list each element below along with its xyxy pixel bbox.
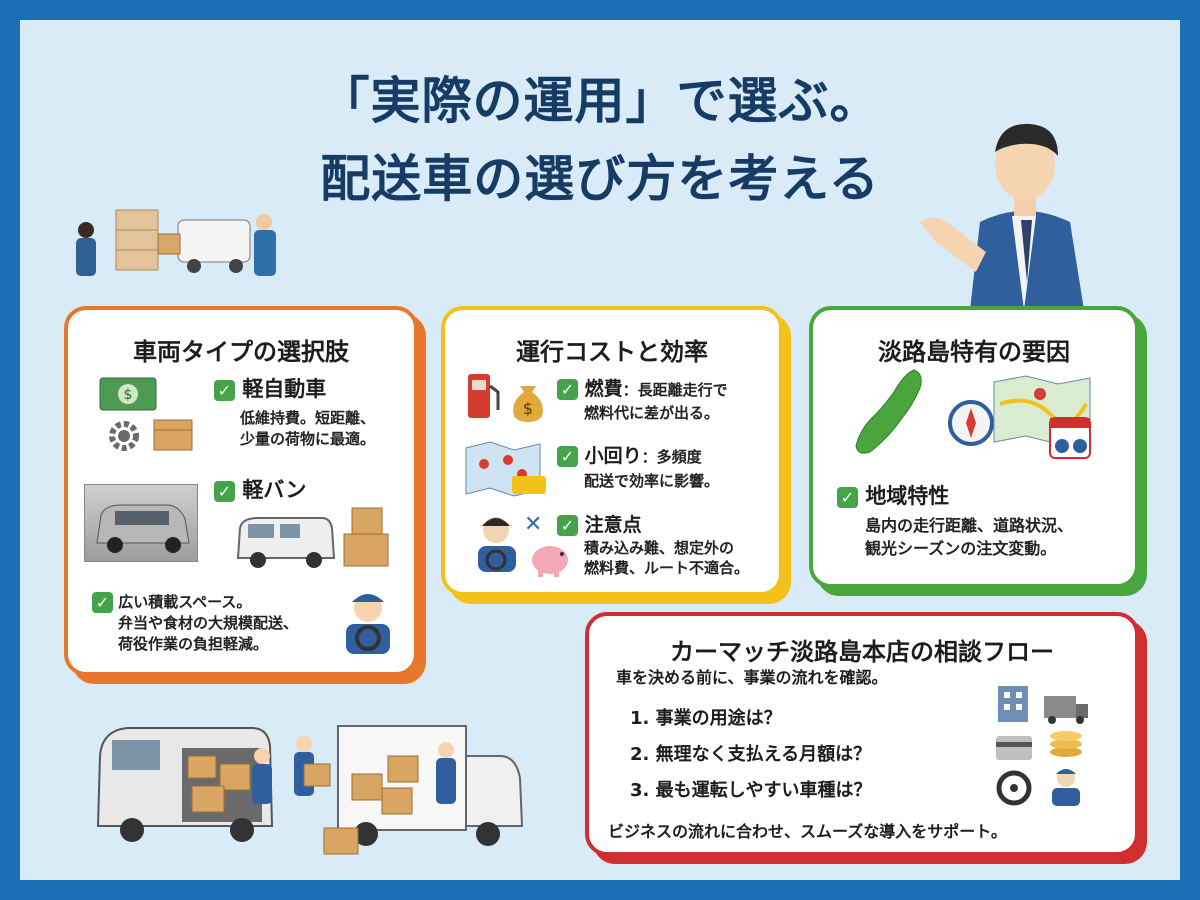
check-icon: ✓ <box>557 446 578 467</box>
kei-car-label: 軽自動車 <box>242 377 327 401</box>
box-icon <box>153 419 193 451</box>
building-icon <box>998 686 1028 722</box>
svg-text:$: $ <box>523 399 533 418</box>
fuel-pump-icon <box>468 374 500 418</box>
regional-label: 地域特性 <box>865 484 950 508</box>
piggy-bank-icon <box>532 546 568 577</box>
delivery-team-illustration <box>76 209 276 276</box>
map-icon <box>465 441 546 497</box>
credit-card-icon <box>996 736 1032 760</box>
caution-desc: 積み込み難、想定外の 燃料費、ルート不適合。 <box>584 539 750 577</box>
turning-desc-2: 配送で効率に影響。 <box>584 472 720 490</box>
awaji-factors-title: 淡路島特有の要因 <box>878 338 1070 366</box>
check-icon: ✓ <box>214 480 235 502</box>
flow-icons <box>996 686 1088 806</box>
cross-icon: ✕ <box>524 512 543 537</box>
truck-icon <box>512 476 546 494</box>
check-icon: ✓ <box>837 486 858 508</box>
fuel-label: 燃費 <box>584 378 623 400</box>
flow-question-2: 2. 無理なく支払える月額は？ <box>630 744 872 765</box>
compass-icon <box>948 400 994 446</box>
space-line-1: 広い積載スペース。 <box>118 593 252 611</box>
van-icon <box>236 517 336 568</box>
title-line-2: 配送車の選び方を考える <box>320 150 880 208</box>
check-icon: ✓ <box>92 592 113 613</box>
consultation-flow-card: カーマッチ淡路島本店の相談フロー <box>585 612 1139 856</box>
space-line-3: 荷役作業の負担軽減。 <box>118 635 269 653</box>
box-stack-icon <box>115 209 159 271</box>
flow-question-3: 3. 最も運転しやすい車種は？ <box>630 780 872 801</box>
worker-icon <box>76 238 96 276</box>
money-bag-icon: $ <box>513 386 543 422</box>
space-line-2: 弁当や食材の大規模配送、 <box>118 614 299 632</box>
money-icon: $ <box>99 377 157 411</box>
fuel-desc-head: ：長距離走行で <box>622 381 728 399</box>
loading-illustration <box>96 725 524 855</box>
svg-text:$: $ <box>124 387 133 403</box>
check-icon: ✓ <box>557 515 578 536</box>
worker-icon <box>254 230 276 276</box>
flow-question-1: 1. 事業の用途は？ <box>630 708 782 729</box>
check-icon: ✓ <box>557 379 578 400</box>
check-icon: ✓ <box>214 379 235 401</box>
title-line-1: 「実際の運用」で選ぶ。 <box>319 72 881 130</box>
cost-efficiency-title: 運行コストと効率 <box>516 338 708 366</box>
consultation-flow-title: カーマッチ淡路島本店の相談フロー <box>670 638 1054 666</box>
truck-icon <box>1044 696 1076 718</box>
turning-desc-head: ：多頻度 <box>641 448 702 466</box>
driver-icon <box>478 517 516 572</box>
flow-intro: 車を決める前に、事業の流れを確認。 <box>616 668 888 687</box>
businessman-icon <box>920 123 1084 310</box>
vehicle-types-title: 車両タイプの選択肢 <box>133 338 349 366</box>
regional-desc: 島内の走行距離、道路状況、 観光シーズンの注文変動。 <box>865 516 1074 558</box>
steering-wheel-icon <box>996 770 1032 806</box>
gear-icon <box>109 421 139 451</box>
page-title: 「実際の運用」で選ぶ。 配送車の選び方を考える <box>0 62 1200 218</box>
driver-icon <box>346 594 390 654</box>
kei-car-desc: 低維持費。短距離、 少量の荷物に最適。 <box>240 409 376 448</box>
worker-icon <box>252 764 272 804</box>
flow-footer: ビジネスの流れに合わせ、スムーズな導入をサポート。 <box>608 822 1007 841</box>
worker-icon <box>436 758 456 804</box>
coins-icon <box>1050 747 1082 757</box>
turning-label: 小回り <box>584 445 642 467</box>
map-icon <box>993 375 1091 459</box>
caution-label: 注意点 <box>584 514 642 536</box>
island-icon <box>855 369 922 454</box>
kei-car-photo <box>84 484 198 562</box>
box-stack-icon <box>343 507 389 567</box>
fuel-desc-2: 燃料代に差が出る。 <box>584 404 720 422</box>
kei-van-label: 軽バン <box>242 478 307 502</box>
van-icon <box>177 219 251 263</box>
